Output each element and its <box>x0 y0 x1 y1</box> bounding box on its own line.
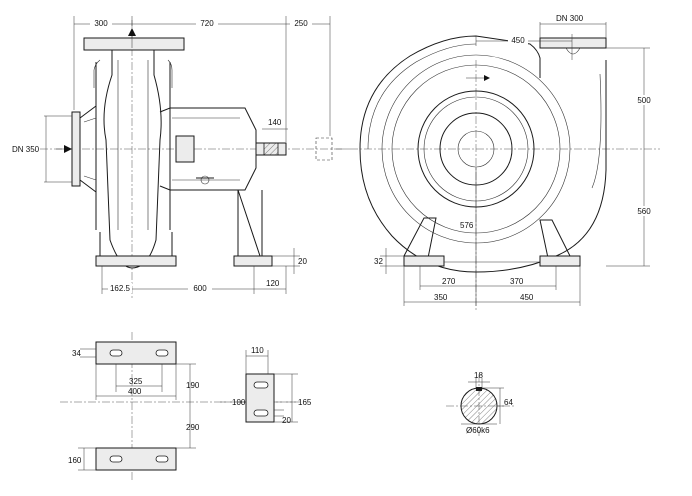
dim-270: 270 <box>442 277 456 286</box>
right-foot-leg <box>539 219 571 259</box>
bearing-bracket-inner <box>172 117 240 181</box>
foot-slot <box>109 349 123 357</box>
dim-100: 100 <box>232 398 246 407</box>
dim-32: 32 <box>374 257 383 266</box>
dim-20: 20 <box>298 257 307 266</box>
dim-290: 290 <box>186 423 200 432</box>
drain-plug <box>200 175 210 185</box>
foot-slot <box>155 455 169 463</box>
foot-plate-top <box>95 341 177 365</box>
left-foot <box>403 255 445 267</box>
dim-560: 560 <box>637 207 651 216</box>
casing-inner-lines <box>117 60 149 230</box>
label-bg <box>508 35 528 45</box>
discharge-ribs <box>93 59 173 88</box>
discharge-flange <box>83 37 185 51</box>
dim-34: 34 <box>72 349 81 358</box>
dim-18: 18 <box>474 371 483 380</box>
dim-162-5: 162.5 <box>110 284 131 293</box>
front-discharge-flange <box>539 37 607 49</box>
foot-slot <box>253 409 269 417</box>
label-bg <box>108 283 132 293</box>
dim-20-foot: 20 <box>282 416 291 425</box>
discharge-port-arc <box>565 47 581 55</box>
label-bg <box>290 18 312 28</box>
dim-110: 110 <box>251 346 264 355</box>
bracket-support <box>237 189 263 263</box>
casing-outline <box>95 62 171 230</box>
dim-300: 300 <box>94 19 108 28</box>
dim-160: 160 <box>68 456 82 465</box>
dim-600: 600 <box>193 284 207 293</box>
label-bg <box>196 18 218 28</box>
casing-foot-legs <box>99 232 173 256</box>
casing-foot <box>95 255 177 267</box>
dim-64: 64 <box>504 398 513 407</box>
dim-576: 576 <box>460 221 474 230</box>
keyway <box>476 387 482 391</box>
stuffing-box <box>175 135 195 163</box>
shaft-keyway <box>263 142 279 156</box>
dim-140: 140 <box>268 118 282 127</box>
dim-190: 190 <box>186 381 200 390</box>
label-bg <box>634 95 654 105</box>
volute-inner-shadow <box>367 43 477 150</box>
dim-120: 120 <box>266 279 280 288</box>
dim-350: 350 <box>434 293 448 302</box>
foot-slot <box>253 381 269 389</box>
foot-plan-view: 34 325 400 190 290 160 <box>60 332 300 480</box>
foot-slot <box>109 455 123 463</box>
shaft-section: 18 64 Ø60k6 <box>446 371 514 436</box>
dim-500: 500 <box>637 96 651 105</box>
discharge-flow-arrow <box>128 28 136 36</box>
foot-plate-bottom <box>95 447 177 471</box>
volute-outline <box>359 35 607 273</box>
dim-dn350: DN 350 <box>12 145 40 154</box>
dim-325: 325 <box>129 377 143 386</box>
dim-450-top: 450 <box>511 36 525 45</box>
right-foot <box>539 255 581 267</box>
volute-casing <box>103 50 162 269</box>
dim-720: 720 <box>200 19 214 28</box>
front-view: DN 300 450 500 560 576 32 270 370 350 45 <box>336 14 660 310</box>
dim-450-bottom: 450 <box>520 293 534 302</box>
coupling-outline <box>315 137 333 161</box>
side-view: 300 720 250 DN 350 140 20 162.5 600 120 <box>12 16 350 300</box>
left-foot-leg <box>403 217 437 259</box>
foot-side-view: 110 100 165 20 <box>220 346 312 425</box>
suction-cone <box>79 105 97 193</box>
label-bg <box>634 206 654 216</box>
bracket-foot <box>233 255 273 267</box>
suction-flange <box>71 111 81 187</box>
shaft-cross-section <box>460 387 498 425</box>
dim-400: 400 <box>128 387 142 396</box>
volute-outer-rib <box>591 73 602 189</box>
dim-165: 165 <box>298 398 312 407</box>
dim-dn300: DN 300 <box>556 14 584 23</box>
dim-shaft-diameter: Ø60k6 <box>466 426 490 435</box>
dim-370: 370 <box>510 277 524 286</box>
label-bg <box>90 18 112 28</box>
label-bg <box>188 283 212 293</box>
foot-slot <box>155 349 169 357</box>
dim-250: 250 <box>294 19 308 28</box>
rotation-arrow <box>484 75 490 81</box>
suction-cone-inner <box>83 117 97 181</box>
suction-flow-arrow <box>64 145 72 153</box>
